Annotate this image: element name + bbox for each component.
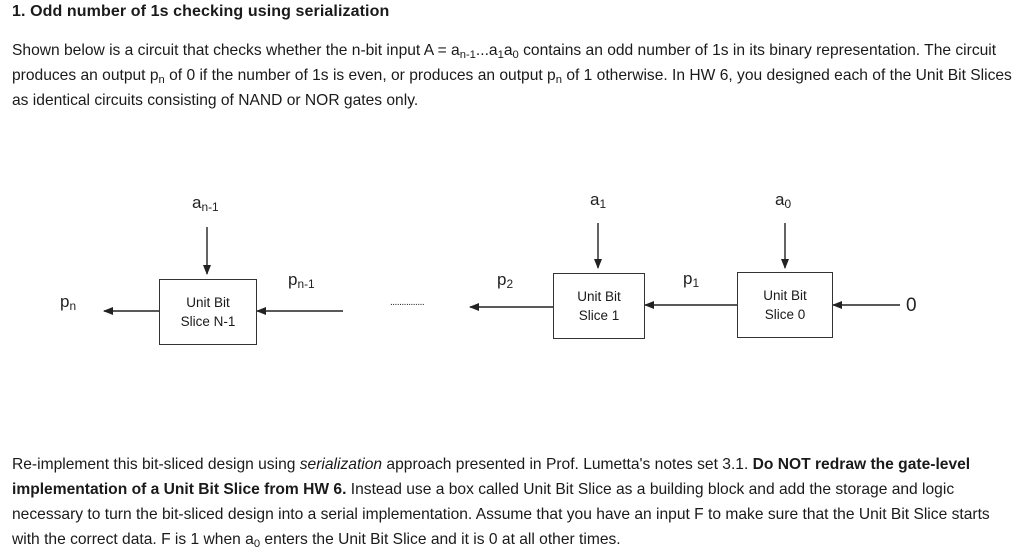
output-label-p1: p1: [683, 269, 700, 290]
output-label-p2: p2: [497, 270, 514, 291]
output-label-pn: pn: [60, 292, 77, 313]
output-label-pn-1: pn-1: [288, 270, 315, 291]
constant-zero: 0: [906, 295, 917, 316]
ellipsis-dots: ...............: [390, 297, 425, 308]
input-label-a-n-1: an-1: [192, 193, 219, 214]
input-label-a1: a1: [590, 190, 607, 211]
task-paragraph: Re-implement this bit-sliced design usin…: [12, 456, 990, 550]
problem-heading: 1. Odd number of 1s checking using seria…: [12, 3, 390, 20]
input-label-a0: a0: [775, 190, 792, 211]
intro-paragraph: Shown below is a circuit that checks whe…: [12, 42, 1012, 109]
diagram-wires: [103, 223, 900, 315]
